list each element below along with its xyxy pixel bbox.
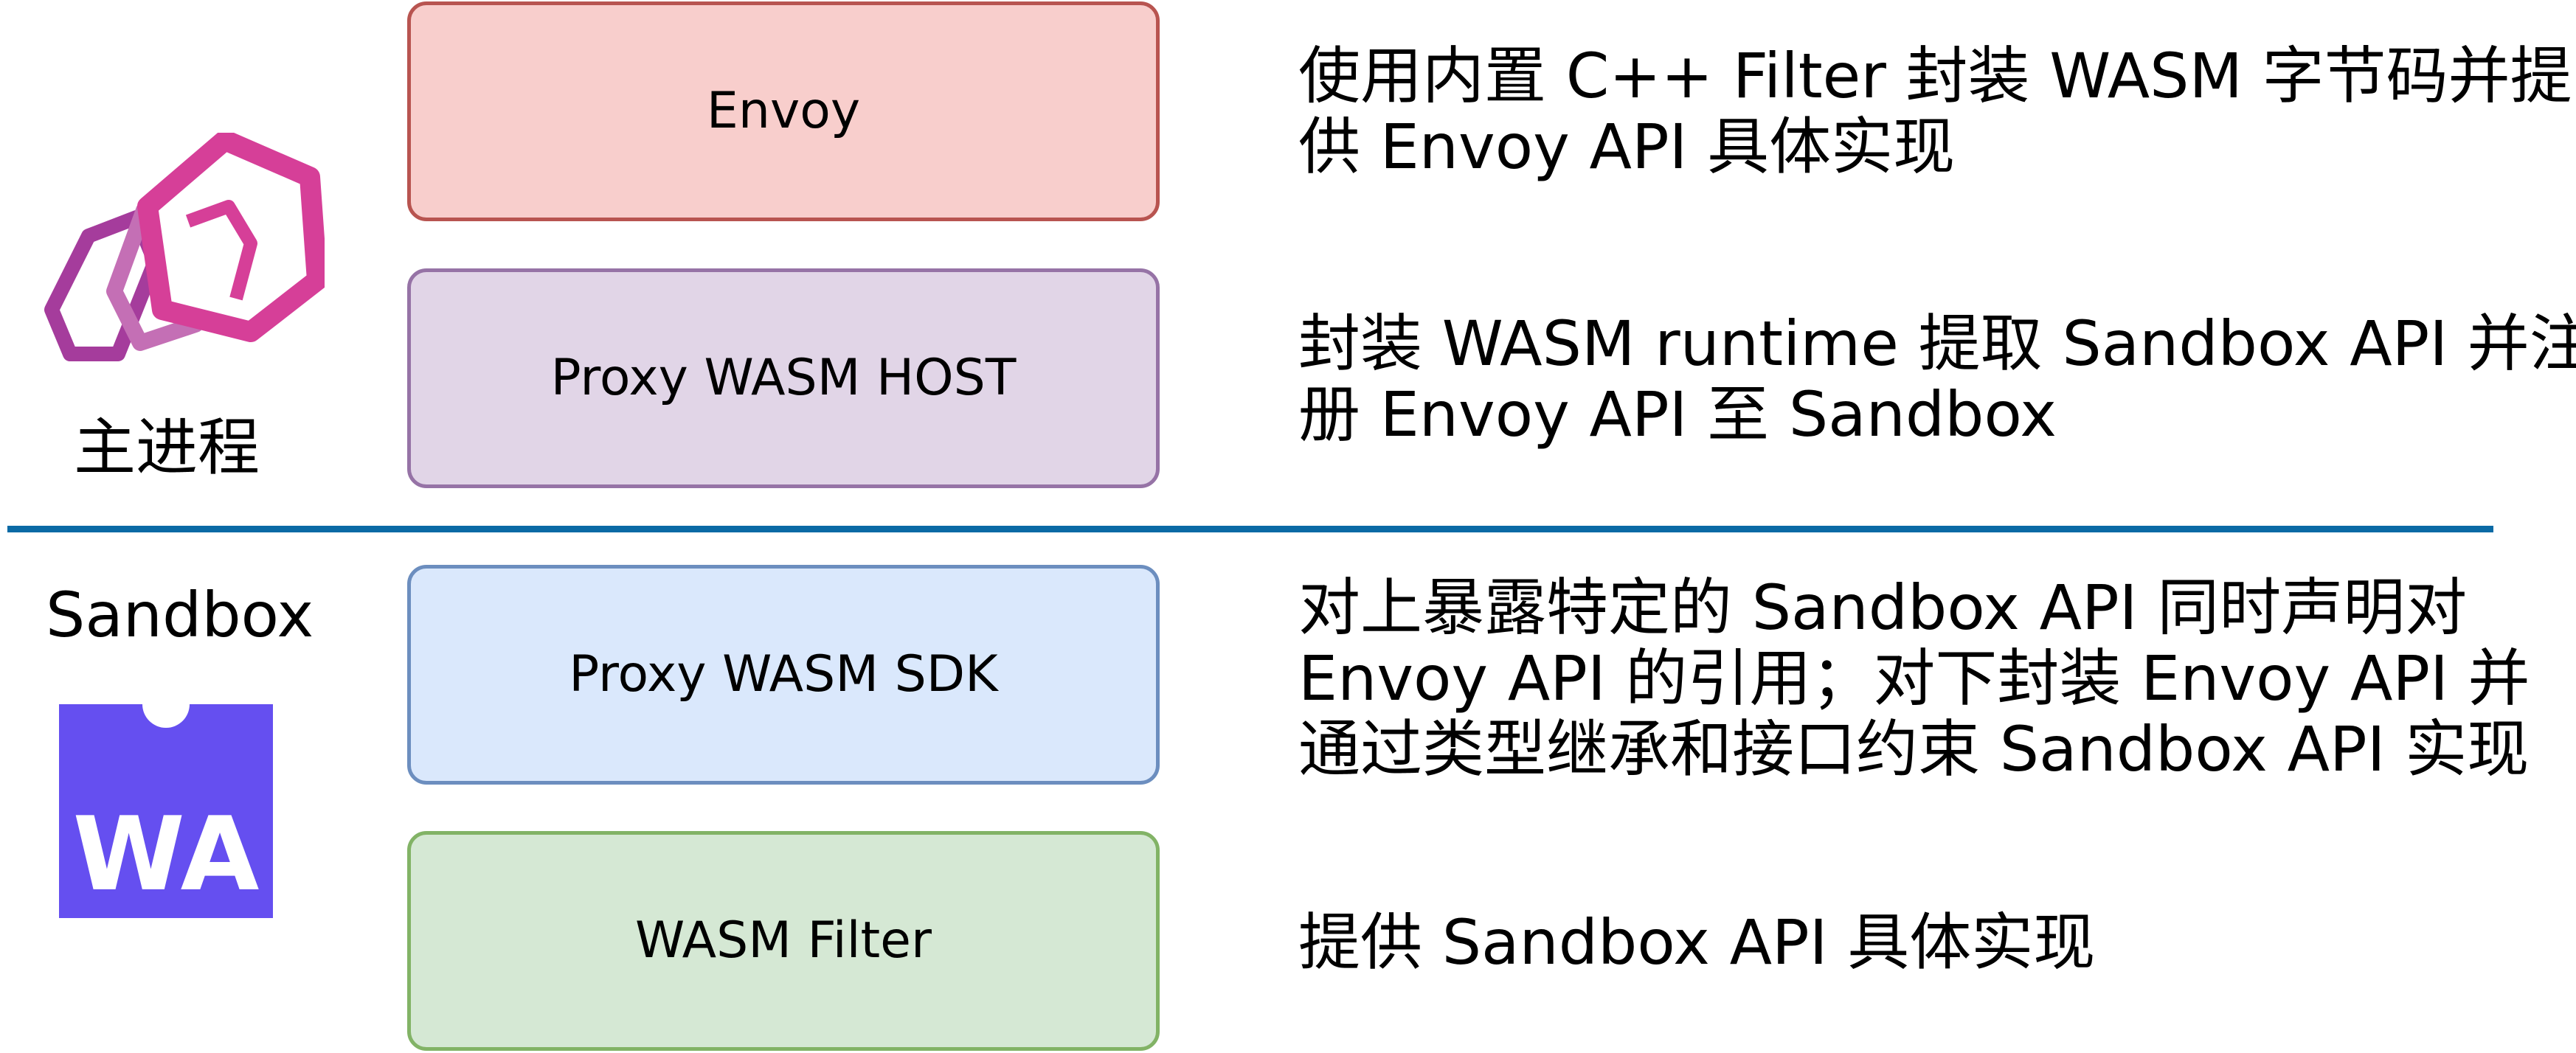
description-line: 通过类型继承和接口约束 Sandbox API 实现	[1298, 713, 2530, 785]
layer-wasm-filter-description: 提供 Sandbox API 具体实现	[1298, 907, 2567, 978]
description-line: 提供 Sandbox API 具体实现	[1298, 906, 2096, 979]
layer-proxy-wasm-host-label: Proxy WASM HOST	[550, 349, 1017, 407]
process-sandbox-divider	[7, 526, 2493, 532]
sandbox-label: Sandbox	[46, 579, 314, 651]
host-process-label: 主进程	[74, 411, 260, 484]
webassembly-logo-shape	[59, 704, 273, 918]
description-line: Envoy API 的引用；对下封装 Envoy API 并	[1298, 642, 2530, 715]
description-line: 使用内置 C++ Filter 封装 WASM 字节码并提	[1298, 40, 2572, 112]
envoy-logo-front-hex	[137, 133, 325, 342]
description-line: 封装 WASM runtime 提取 Sandbox API 并注	[1298, 307, 2576, 380]
layer-envoy: Envoy	[407, 1, 1160, 221]
layer-wasm-filter-label: WASM Filter	[635, 911, 932, 970]
layer-wasm-filter: WASM Filter	[407, 831, 1160, 1051]
webassembly-logo-text: WA	[72, 795, 260, 914]
webassembly-logo-icon: WA	[59, 704, 273, 918]
layer-envoy-description: 使用内置 C++ Filter 封装 WASM 字节码并提 供 Envoy AP…	[1298, 40, 2572, 183]
description-line: 供 Envoy API 具体实现	[1298, 111, 1956, 183]
envoy-logo-icon	[15, 133, 325, 369]
layer-proxy-wasm-sdk: Proxy WASM SDK	[407, 565, 1160, 785]
description-line: 册 Envoy API 至 Sandbox	[1298, 378, 2057, 451]
layer-proxy-wasm-sdk-description: 对上暴露特定的 Sandbox API 同时声明对 Envoy API 的引用；…	[1298, 572, 2567, 785]
envoy-logo-inner-corner	[185, 200, 257, 301]
description-line: 对上暴露特定的 Sandbox API 同时声明对	[1298, 571, 2468, 644]
layer-proxy-wasm-sdk-label: Proxy WASM SDK	[569, 645, 998, 703]
layer-proxy-wasm-host: Proxy WASM HOST	[407, 268, 1160, 488]
layer-envoy-label: Envoy	[706, 82, 861, 140]
layer-proxy-wasm-host-description: 封装 WASM runtime 提取 Sandbox API 并注 册 Envo…	[1298, 307, 2576, 451]
